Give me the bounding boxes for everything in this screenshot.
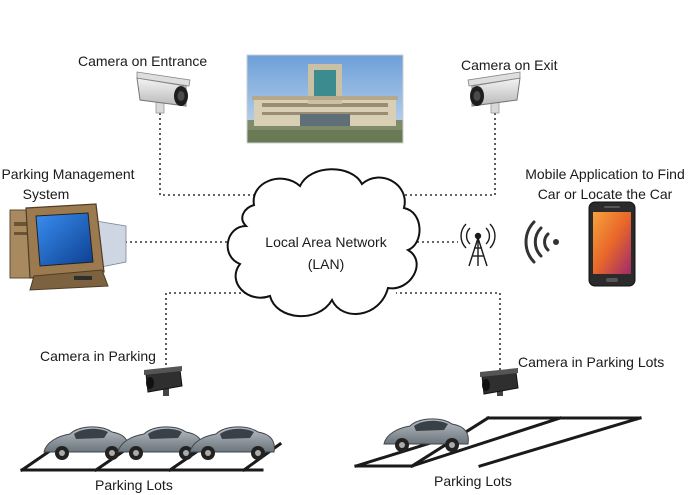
lan-cloud bbox=[226, 168, 421, 317]
entrance-camera-connector bbox=[159, 113, 272, 196]
right-parking-camera-icon bbox=[480, 368, 519, 396]
lan-label-line2: (LAN) bbox=[307, 256, 345, 272]
left-parking-camera-icon bbox=[144, 366, 183, 396]
entrance-camera-label: Camera on Entrance bbox=[78, 53, 208, 69]
desktop-computer-icon bbox=[9, 203, 127, 291]
left-parking-camera-connector bbox=[165, 292, 258, 370]
car-icon bbox=[43, 426, 129, 460]
exit-camera-icon bbox=[467, 71, 521, 114]
left-parking-lot bbox=[19, 426, 283, 473]
parking-lots-left-label: Parking Lots bbox=[95, 477, 173, 493]
building-photo bbox=[246, 54, 404, 144]
entrance-camera-icon bbox=[136, 71, 191, 114]
car-icon bbox=[383, 418, 469, 452]
car-icon bbox=[117, 426, 203, 460]
smartphone-icon bbox=[588, 201, 636, 287]
right-parking-camera-connector bbox=[396, 292, 501, 375]
cloud-shape bbox=[226, 168, 421, 317]
lan-label: Local Area Network (LAN) bbox=[236, 231, 416, 275]
exit-camera-label: Camera on Exit bbox=[461, 57, 558, 73]
exit-camera-connector bbox=[378, 113, 496, 196]
mobile-app-label-line2: Car or Locate the Car bbox=[537, 186, 673, 202]
parking-lines bbox=[354, 415, 642, 469]
connector-lines bbox=[125, 113, 501, 375]
wireless-signal-icon bbox=[524, 220, 559, 264]
radio-antenna-icon bbox=[460, 223, 496, 267]
right-parking-lot bbox=[354, 415, 642, 469]
mobile-app-label-line1: Mobile Application to Find bbox=[525, 166, 685, 182]
parking-lots-right-label: Parking Lots bbox=[434, 473, 512, 489]
parking-camera-right-label: Camera in Parking Lots bbox=[518, 354, 665, 370]
pms-label-line2: System bbox=[22, 186, 70, 202]
pms-label-line1: Parking Management bbox=[1, 166, 135, 182]
car-icon bbox=[189, 426, 275, 460]
lan-label-line1: Local Area Network bbox=[265, 234, 387, 250]
parking-camera-left-label: Camera in Parking bbox=[40, 348, 156, 364]
